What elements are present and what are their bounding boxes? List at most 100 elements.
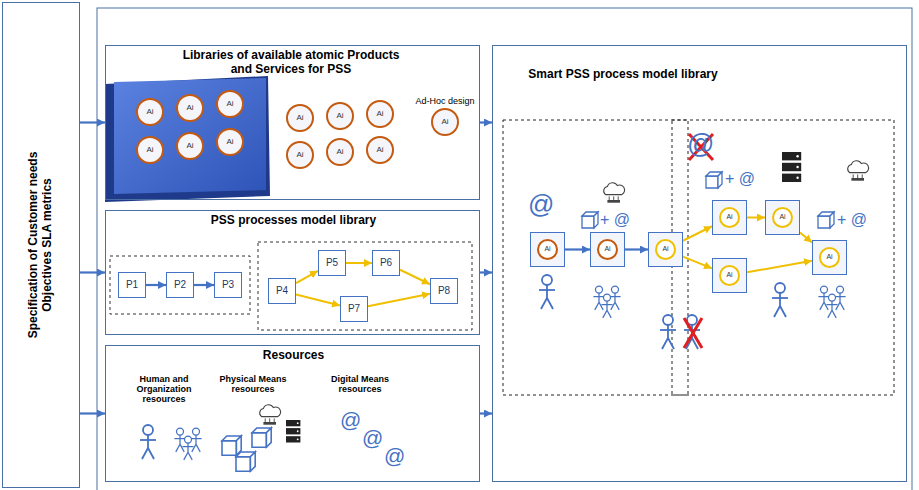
process-step: Ai [765, 200, 800, 235]
process-step: Ai [812, 240, 847, 275]
band-text: Specification of Customer needs Objectiv… [27, 140, 55, 350]
service-circle: Ai [176, 132, 204, 160]
flow-arrow [80, 412, 105, 414]
process-label: P2 [174, 279, 186, 291]
process-step: Ai [712, 258, 747, 293]
service-circle: Ai [537, 239, 558, 260]
process-label: P3 [222, 279, 234, 291]
circle-text: Ai [226, 137, 233, 146]
service-circle: Ai [719, 207, 740, 228]
circle-text: Ai [146, 107, 153, 116]
panel: Resources [105, 345, 480, 482]
circle-text: Ai [336, 147, 343, 156]
process-step: Ai [712, 200, 747, 235]
flow-arrow [296, 271, 318, 283]
flow-arrow [480, 121, 492, 123]
service-circle: Ai [136, 98, 164, 126]
process-box: P3 [214, 272, 242, 298]
process-box: P1 [118, 272, 146, 298]
service-circle: Ai [176, 94, 204, 122]
flow-arrow [625, 248, 648, 250]
panel-title: Smart PSS process model library [493, 68, 753, 82]
process-box: P7 [340, 296, 368, 322]
service-circle: Ai [326, 102, 354, 130]
circle-text: Ai [376, 109, 383, 118]
circle-text: Ai [376, 145, 383, 154]
flow-arrow [747, 217, 765, 219]
flow-arrow [400, 270, 430, 284]
panel-title: Libraries of available atomic Products a… [176, 49, 406, 77]
process-box: P8 [430, 278, 458, 304]
adhoc-label: Ad-Hoc design [410, 96, 480, 106]
process-label: P7 [348, 303, 360, 315]
panel-title: PSS processes model library [106, 214, 481, 228]
flow-arrow [565, 248, 590, 250]
flow-arrow [346, 262, 372, 264]
flow-arrow [80, 271, 105, 273]
circle-text: Ai [441, 117, 448, 126]
flow-arrow [368, 294, 430, 306]
digital-icon: + @ [600, 211, 630, 229]
flow-arrow [296, 295, 340, 306]
panel-title: Resources [106, 349, 481, 363]
service-circle: Ai [819, 247, 840, 268]
flow-arrow [480, 412, 492, 414]
service-circle: Ad-Hoc designAi [431, 108, 459, 136]
service-circle: Ai [326, 138, 354, 166]
circle-text: Ai [186, 141, 193, 150]
process-step: Ai [590, 232, 625, 267]
resource-label: Human and Organization resources [118, 375, 210, 405]
process-label: P8 [438, 285, 450, 297]
service-circle: Ai [366, 136, 394, 164]
panel: Smart PSS process model libraryAiAiAiAiA… [492, 45, 907, 482]
digital-icon: + @ [725, 170, 755, 188]
flow-arrow [683, 226, 712, 241]
service-circle: Ai [286, 104, 314, 132]
digital-icon: @ [384, 444, 405, 467]
service-circle: Ai [655, 239, 676, 260]
digital-icon: @ [687, 130, 714, 160]
process-box: P2 [166, 272, 194, 298]
resource-label: Digital Means resources [318, 375, 402, 395]
process-label: P4 [276, 285, 288, 297]
service-circle: Ai [136, 136, 164, 164]
service-circle: Ai [719, 265, 740, 286]
circle-text: Ai [296, 113, 303, 122]
process-label: P1 [126, 279, 138, 291]
panel: PSS processes model libraryP1 P2 P3P4 P5 P6P… [105, 210, 480, 335]
service-circle: Ai [597, 239, 618, 260]
flow-arrow [747, 261, 812, 273]
service-circle: Ai [216, 90, 244, 118]
panel: Libraries of available atomic Products a… [105, 45, 480, 200]
circle-text: Ai [146, 145, 153, 154]
process-label: P6 [380, 257, 392, 269]
process-box: P5 [318, 250, 346, 276]
digital-icon: @ [340, 408, 361, 431]
flow-arrow [146, 284, 166, 286]
circle-text: Ai [296, 150, 303, 159]
process-step: Ai [530, 232, 565, 267]
digital-icon: + @ [837, 211, 867, 229]
process-box: P4 [268, 278, 296, 304]
circle-text: Ai [186, 103, 193, 112]
process-step: Ai [648, 232, 683, 267]
process-box: P6 [372, 250, 400, 276]
circle-text: Ai [336, 111, 343, 120]
process-label: P5 [326, 257, 338, 269]
digital-icon: @ [528, 190, 554, 219]
flow-arrow [480, 271, 492, 273]
service-circle: Ai [772, 207, 793, 228]
service-circle: Ai [286, 141, 314, 169]
flow-arrow [80, 121, 105, 123]
resource-label: Physical Means resources [215, 375, 291, 395]
flow-arrow [800, 232, 812, 242]
service-circle: Ai [216, 128, 244, 156]
flow-arrow [194, 284, 214, 286]
digital-icon: @ [362, 426, 383, 449]
flow-arrow [683, 257, 712, 269]
circle-text: Ai [226, 99, 233, 108]
spec-band: Specification of Customer needs Objectiv… [2, 2, 80, 488]
service-circle: Ai [366, 100, 394, 128]
